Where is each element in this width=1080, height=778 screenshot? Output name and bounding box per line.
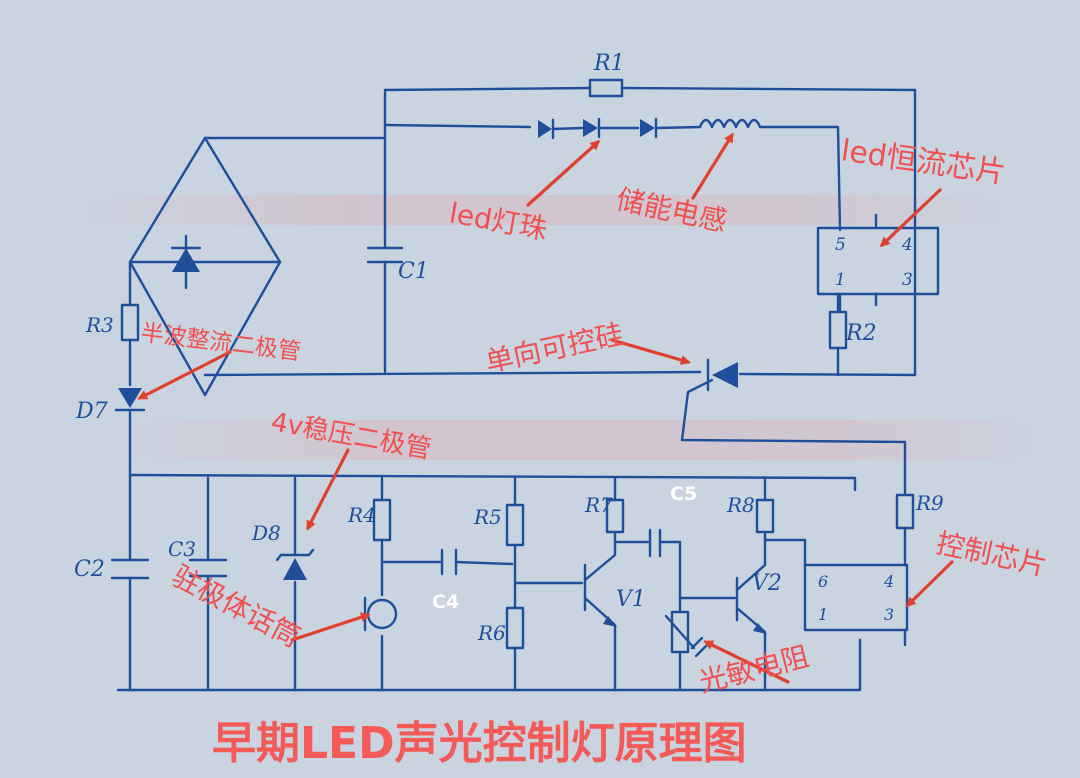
ground-rail (116, 638, 862, 692)
bridge-rectifier (128, 136, 387, 397)
paper-stain (60, 195, 1020, 225)
label-c4: C4 (432, 591, 459, 613)
v2-transistor (678, 476, 807, 692)
diagram-title: 早期LED声光控制灯原理图 (212, 718, 747, 769)
label-r9: R9 (915, 491, 944, 515)
r9-resistor (895, 493, 915, 530)
control-chip: 6 4 1 3 (803, 488, 915, 647)
v1-transistor (583, 476, 682, 692)
label-d7: D7 (75, 399, 108, 424)
led-string (383, 117, 842, 232)
label-r7: R7 (584, 493, 613, 517)
chip-pin-label: 4 (901, 235, 913, 255)
r8-resistor (755, 498, 775, 534)
chip-pin-label: 5 (835, 235, 846, 255)
chip-pin-label: 3 (902, 270, 913, 290)
label-c1: C1 (398, 259, 429, 284)
chip-pin-label: 1 (818, 605, 828, 624)
chip-pin-label: 4 (883, 572, 894, 591)
label-d8: D8 (251, 521, 281, 545)
r3-resistor (120, 303, 140, 342)
label-c5: C5 (670, 483, 697, 505)
c4-capacitor (440, 548, 458, 576)
led-driver-chip: 5 4 1 3 (816, 213, 940, 312)
c3-capacitor (188, 476, 228, 692)
c2-capacitor (110, 558, 150, 580)
scr-line (203, 358, 917, 492)
c1-capacitor (366, 88, 404, 374)
label-r6: R6 (477, 621, 506, 645)
r4-and-mic (363, 476, 514, 692)
c5-capacitor (648, 528, 662, 558)
component-labels: R1 C1 R2 R3 D7 C2 C3 D8 R4 R5 R6 R7 R8 R… (74, 51, 944, 645)
r1-resistor-branch (383, 78, 917, 377)
r2-resistor (828, 292, 848, 377)
photoresistor (664, 598, 708, 692)
label-r4: R4 (347, 503, 376, 527)
r1-resistor (588, 78, 624, 98)
bottom-top-rail (128, 473, 857, 492)
label-r2: R2 (845, 321, 877, 346)
chip-pin-label: 1 (835, 270, 846, 290)
label-r8: R8 (726, 493, 755, 517)
label-c3: C3 (168, 537, 196, 561)
left-rail (110, 260, 150, 692)
chip-pin-label: 6 (818, 572, 828, 591)
chip-pin-label: 3 (884, 605, 894, 624)
label-c2: C2 (74, 557, 105, 582)
d8-zener (275, 476, 315, 692)
label-v2: V2 (752, 571, 782, 596)
label-r5: R5 (473, 505, 502, 529)
label-r3: R3 (85, 313, 114, 337)
label-r1: R1 (593, 51, 625, 76)
label-v1: V1 (616, 587, 646, 612)
r5-r6-divider (505, 476, 584, 692)
paper-stain (100, 420, 1060, 460)
r7-resistor (605, 498, 625, 534)
